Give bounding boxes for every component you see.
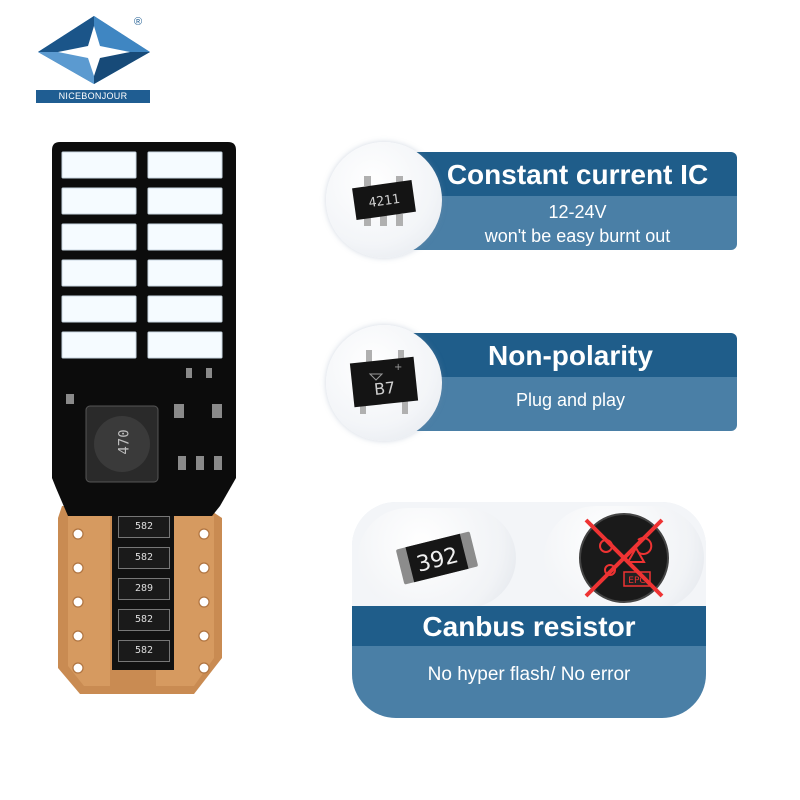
bridge-chip-label: B7: [373, 378, 396, 399]
feature-line: Plug and play: [515, 390, 626, 410]
warning-label: EPC: [628, 576, 645, 586]
led-bulb-image: 470 582 582 289 582 582: [44, 138, 254, 698]
resistor-label: 289: [118, 578, 170, 600]
feature-line: won't be easy burnt out: [484, 226, 671, 246]
star-icon: [38, 16, 150, 84]
feature-title: Constant current IC: [404, 152, 737, 196]
ic-chip-icon: 4211: [326, 142, 442, 258]
feature-description: 12-24V won't be easy burnt out: [404, 196, 737, 250]
feature-description: Plug and play: [404, 377, 737, 431]
registered-mark: ®: [134, 16, 143, 28]
feature-line: 12-24V: [548, 202, 607, 222]
svg-text:+: +: [394, 362, 402, 373]
canbus-title: Canbus resistor: [352, 606, 706, 646]
ic-chip-label: 4211: [368, 192, 401, 211]
bridge-rectifier-icon: + B7: [326, 325, 442, 441]
feature-title: Non-polarity: [404, 333, 737, 377]
resistor-label: 582: [118, 516, 170, 538]
resistor-stack: 582 582 289 582 582: [118, 516, 170, 662]
dashboard-warning-icon: EPC: [544, 506, 704, 610]
resistor-label: 582: [118, 609, 170, 631]
canbus-subtitle: No hyper flash/ No error: [352, 646, 706, 718]
brand-logo: ® NICEBONJOUR: [30, 12, 158, 108]
inductor-label: 470: [116, 429, 133, 455]
resistor-label: 582: [118, 547, 170, 569]
smd-resistor-icon: 392: [358, 508, 516, 608]
resistor-label: 582: [118, 640, 170, 662]
brand-name: NICEBONJOUR: [36, 90, 150, 103]
canbus-card: 392 EPC Canbus resistor No hyper flash/ …: [352, 502, 706, 718]
